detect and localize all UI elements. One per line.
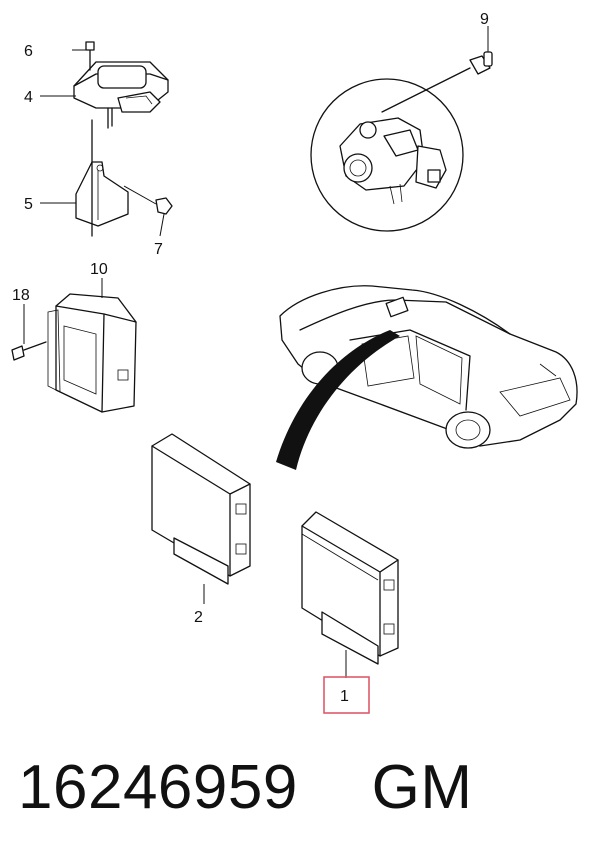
module-10 [11, 293, 137, 413]
callout-4: 4 [24, 89, 33, 106]
brand-name: GM [371, 753, 473, 822]
part-number: 16246959 [18, 753, 298, 822]
vehicle-sedan [279, 285, 578, 449]
callout-9: 9 [480, 11, 489, 28]
callout-1-highlight-box [323, 676, 370, 714]
sensor-detail-circle [310, 51, 493, 232]
callout-2: 2 [194, 609, 203, 626]
callout-5: 5 [24, 196, 33, 213]
part-caption: 16246959 GM [18, 748, 578, 828]
leader-7 [159, 213, 165, 237]
callout-6: 6 [24, 43, 33, 60]
control-unit-2 [151, 433, 251, 585]
callout-10: 10 [90, 261, 108, 278]
location-arrow [276, 330, 400, 470]
callout-18: 18 [12, 287, 30, 304]
sensor-bracket-assembly [73, 41, 173, 237]
callout-1: 1 [340, 688, 349, 705]
control-unit-1 [301, 511, 399, 665]
callout-7: 7 [154, 241, 163, 258]
